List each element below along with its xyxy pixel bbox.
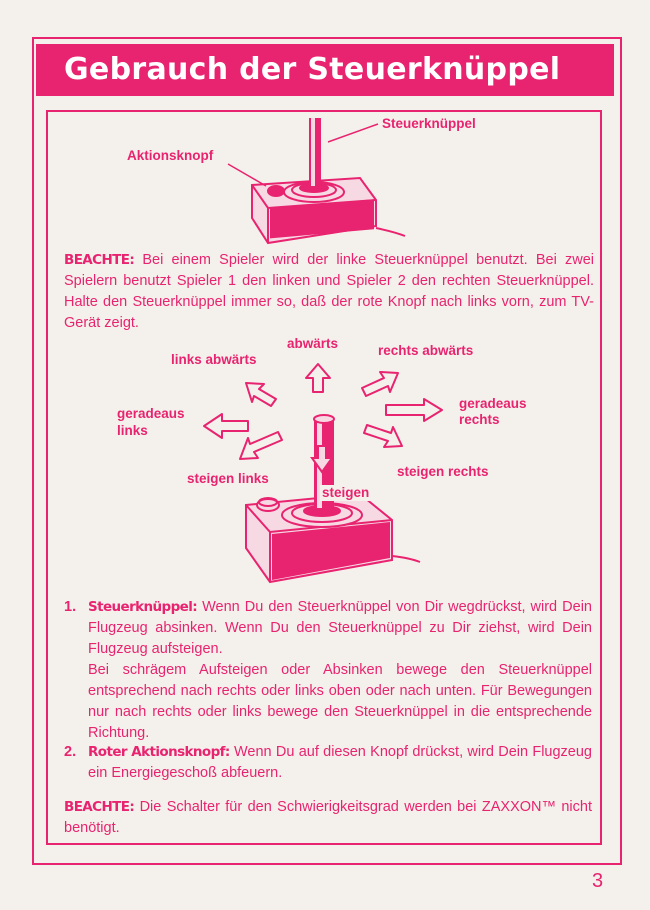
label-climb-left: steigen links bbox=[187, 471, 269, 486]
label-straight-left-1: geradeaus bbox=[117, 406, 185, 421]
label-down: abwärts bbox=[287, 336, 339, 351]
arrow-right-icon bbox=[385, 398, 443, 422]
label-climb: steigen bbox=[320, 485, 372, 501]
list-item-number: 1. bbox=[64, 599, 77, 615]
list-item-term: Roter Aktionsknopf: bbox=[88, 744, 230, 760]
list-item-text2: Bei schrägem Aufsteigen oder Absinken be… bbox=[88, 662, 592, 741]
note-difficulty: BEACHTE: Die Schalter für den Schwierigk… bbox=[64, 797, 592, 839]
arrow-up-icon bbox=[305, 363, 331, 393]
page-number: 3 bbox=[592, 870, 604, 892]
joystick-illustration-bottom bbox=[245, 414, 421, 584]
list-item-stick: 1. Steuerknüppel: Wenn Du den Steuerknüp… bbox=[64, 597, 592, 744]
label-straight-right-2: rechts bbox=[459, 412, 500, 427]
label-right-down: rechts abwärts bbox=[378, 343, 474, 358]
note-prefix: BEACHTE: bbox=[64, 252, 135, 268]
label-straight-left-2: links bbox=[117, 423, 148, 438]
page-frame bbox=[32, 37, 622, 865]
label-stick: Steuerknüppel bbox=[382, 116, 476, 131]
list-item-number: 2. bbox=[64, 744, 77, 760]
content-box bbox=[46, 110, 602, 845]
label-left-down: links abwärts bbox=[171, 352, 257, 367]
note-text: Bei einem Spieler wird der linke Steuerk… bbox=[64, 252, 594, 331]
label-straight-right-1: geradeaus bbox=[459, 396, 527, 411]
list-item-text: Wenn Du auf diesen Knopf drückst, wird D… bbox=[88, 744, 592, 781]
direction-arrows bbox=[203, 363, 443, 460]
note-prefix: BEACHTE: bbox=[64, 799, 135, 815]
note-text: Die Schalter für den Schwierigkeitsgrad … bbox=[64, 799, 592, 836]
note-players: BEACHTE: Bei einem Spieler wird der link… bbox=[64, 250, 594, 334]
arrow-up-left-icon bbox=[245, 382, 277, 407]
list-item-text: Wenn Du den Steuerknüppel von Dir wegdrü… bbox=[88, 599, 592, 657]
list-item-term: Steuerknüppel: bbox=[88, 599, 198, 615]
title-bar bbox=[36, 44, 614, 96]
arrow-down-left-icon bbox=[239, 431, 283, 460]
arrow-up-right-icon bbox=[361, 371, 399, 397]
arrow-left-icon bbox=[203, 413, 249, 439]
page-title: Gebrauch der Steuerknüppel bbox=[64, 52, 561, 87]
label-action-button: Aktionsknopf bbox=[127, 148, 214, 163]
list-item-action-button: 2. Roter Aktionsknopf: Wenn Du auf diese… bbox=[64, 742, 592, 784]
arrow-down-right-icon bbox=[363, 424, 403, 448]
arrow-down-icon bbox=[310, 445, 334, 474]
label-climb-right: steigen rechts bbox=[397, 464, 489, 479]
joystick-illustration-top bbox=[227, 118, 406, 245]
